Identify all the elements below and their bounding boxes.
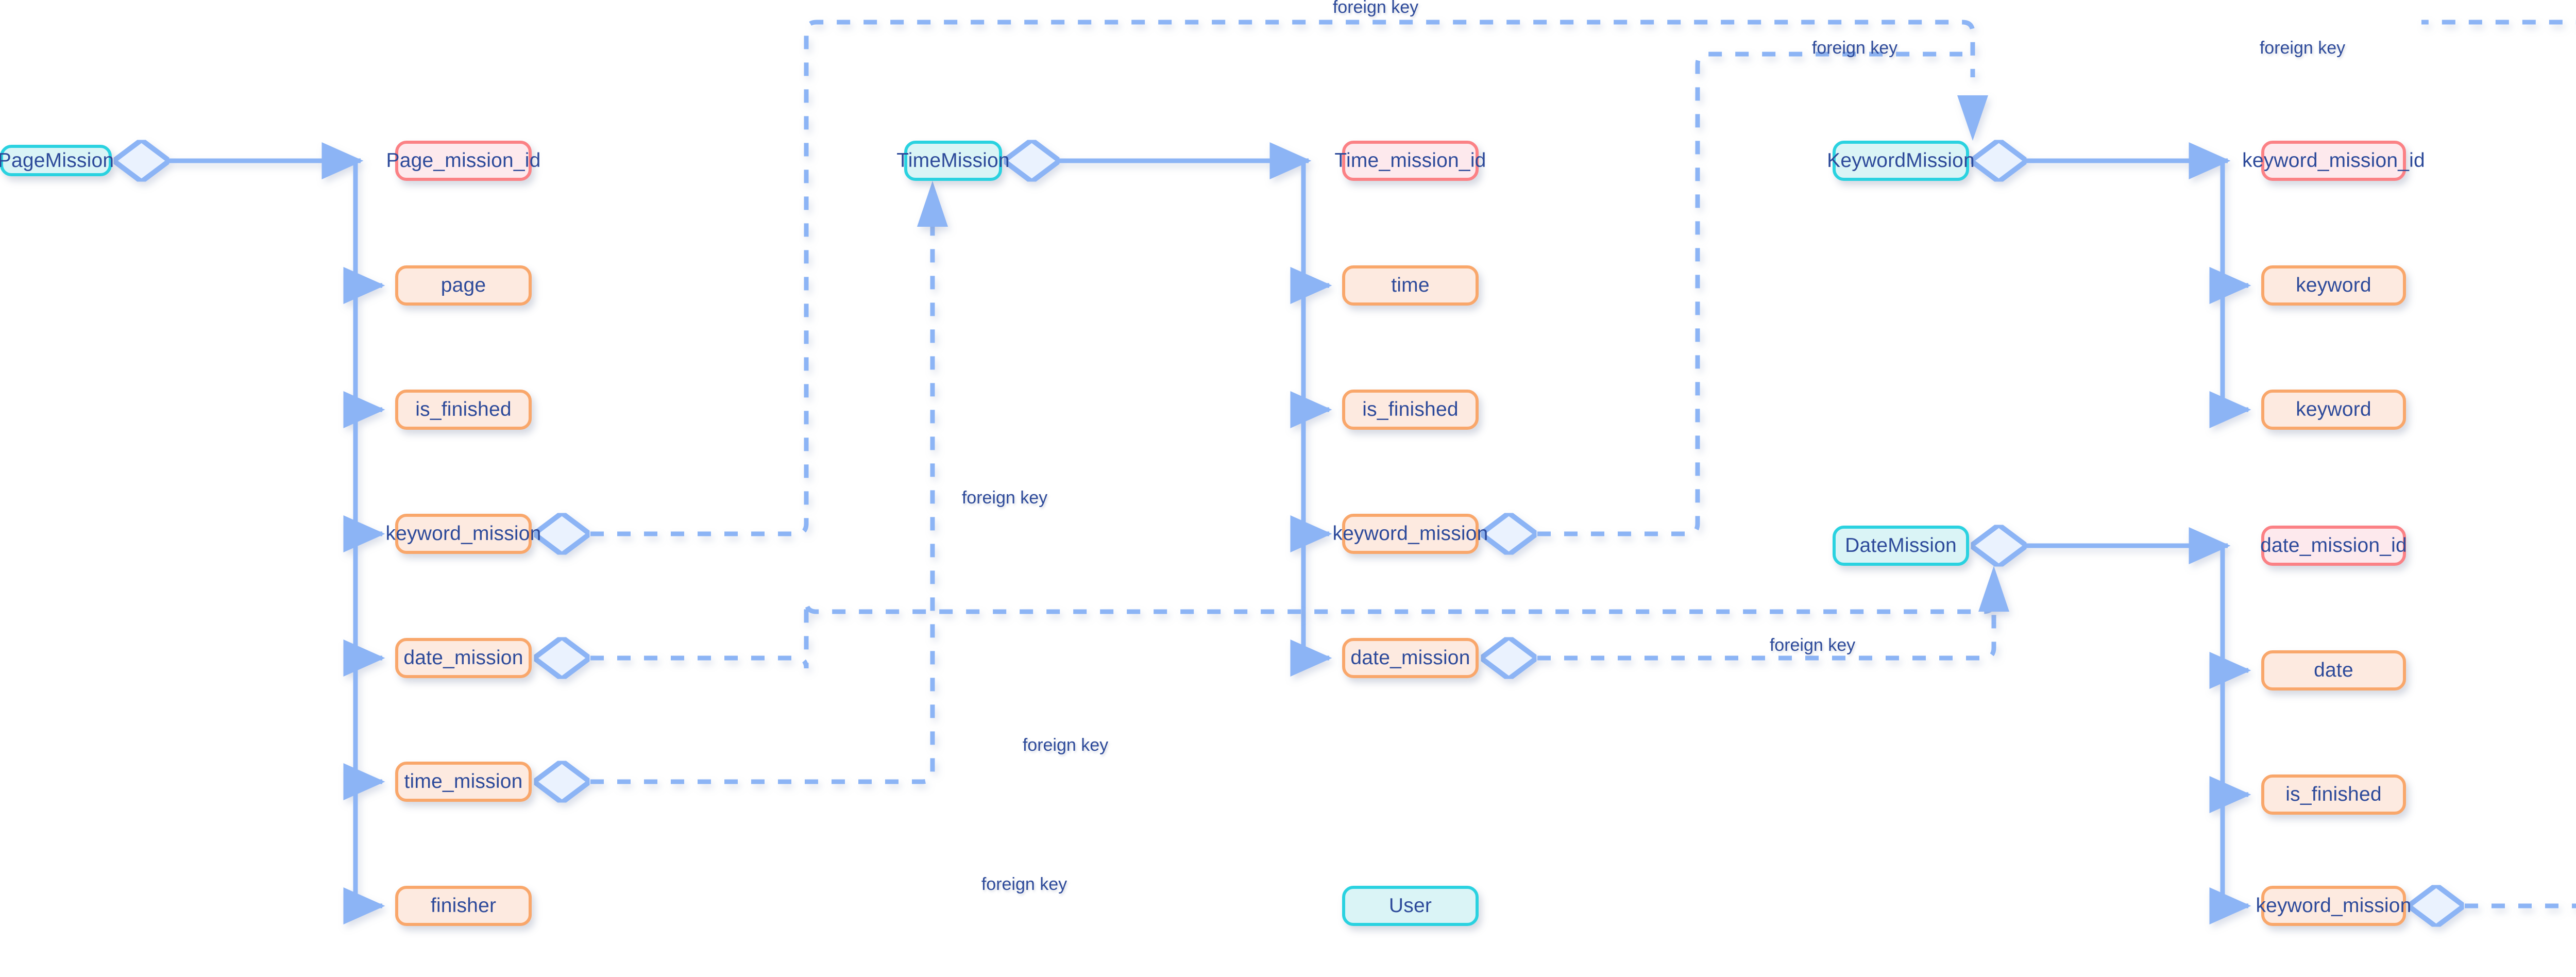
- attribute-tm-keyword-mission[interactable]: keyword_mission: [1332, 514, 1488, 554]
- edges-keywordmission: [1974, 161, 2251, 428]
- fk-timemission-keywordmission: [1484, 52, 1962, 534]
- fk-pagemission-timemission: [537, 222, 935, 782]
- entity-datemission[interactable]: DateMission: [1833, 526, 1969, 566]
- attribute-pm-finisher[interactable]: finisher: [395, 886, 532, 926]
- edge-label-foreign-key-mid-right: foreign key: [1769, 635, 1856, 655]
- entity-keywordmission[interactable]: KeywordMission: [1827, 141, 1975, 181]
- edge-label-foreign-key-top-right: foreign key: [2259, 38, 2346, 58]
- fk-arrowhead-keywordmission: [1957, 95, 1988, 141]
- attribute-km-keyword-2[interactable]: keyword: [2261, 390, 2406, 430]
- edge-label-foreign-key-bot-left: foreign key: [1022, 735, 1109, 755]
- attribute-date-mission-id[interactable]: date_mission_id: [2260, 526, 2407, 566]
- fk-pagemission-datemission: [537, 601, 1996, 668]
- edge-label-foreign-key-mid-left: foreign key: [961, 488, 1048, 508]
- edges-pagemission: [116, 161, 385, 924]
- attribute-pm-time-mission[interactable]: time_mission: [395, 762, 532, 802]
- attribute-dm-is-finished[interactable]: is_finished: [2261, 774, 2406, 815]
- attribute-keyword-mission-id[interactable]: keyword_mission_id: [2242, 141, 2425, 181]
- entity-user[interactable]: User: [1342, 886, 1479, 926]
- attribute-tm-date-mission[interactable]: date_mission: [1342, 638, 1479, 678]
- edges-timemission: [1007, 161, 1332, 677]
- edge-label-foreign-key-finisher-user: foreign key: [981, 874, 1067, 894]
- edge-label-foreign-key-top-left: foreign key: [1332, 0, 1419, 17]
- fk-datemission-keywordmission: [2411, 20, 2576, 906]
- entity-timemission[interactable]: TimeMission: [896, 141, 1010, 181]
- attribute-pm-date-mission[interactable]: date_mission: [395, 638, 532, 678]
- attribute-pm-keyword-mission[interactable]: keyword_mission: [385, 514, 541, 554]
- fk-arrowhead-datemission: [1978, 566, 2009, 612]
- attribute-time[interactable]: time: [1342, 265, 1479, 306]
- attribute-km-keyword-1[interactable]: keyword: [2261, 265, 2406, 306]
- fk-arrowheads: [917, 95, 2009, 612]
- edges-datemission: [1974, 546, 2251, 924]
- attribute-time-mission-id[interactable]: Time_mission_id: [1334, 141, 1486, 181]
- attribute-tm-is-finished[interactable]: is_finished: [1342, 390, 1479, 430]
- fk-arrowhead-timemission: [917, 181, 948, 227]
- edge-label-foreign-key-top-mid: foreign key: [1811, 38, 1898, 58]
- attribute-page-mission-id[interactable]: Page_mission_id: [386, 141, 540, 181]
- entity-pagemission[interactable]: PageMission: [0, 145, 114, 176]
- attribute-page[interactable]: page: [395, 265, 532, 306]
- fk-timemission-datemission: [1484, 607, 1996, 658]
- attribute-date[interactable]: date: [2261, 650, 2406, 690]
- attribute-dm-keyword-mission[interactable]: keyword_mission: [2256, 886, 2411, 926]
- fk-pagemission-keywordmission: [537, 20, 1975, 534]
- attribute-pm-is-finished[interactable]: is_finished: [395, 390, 532, 430]
